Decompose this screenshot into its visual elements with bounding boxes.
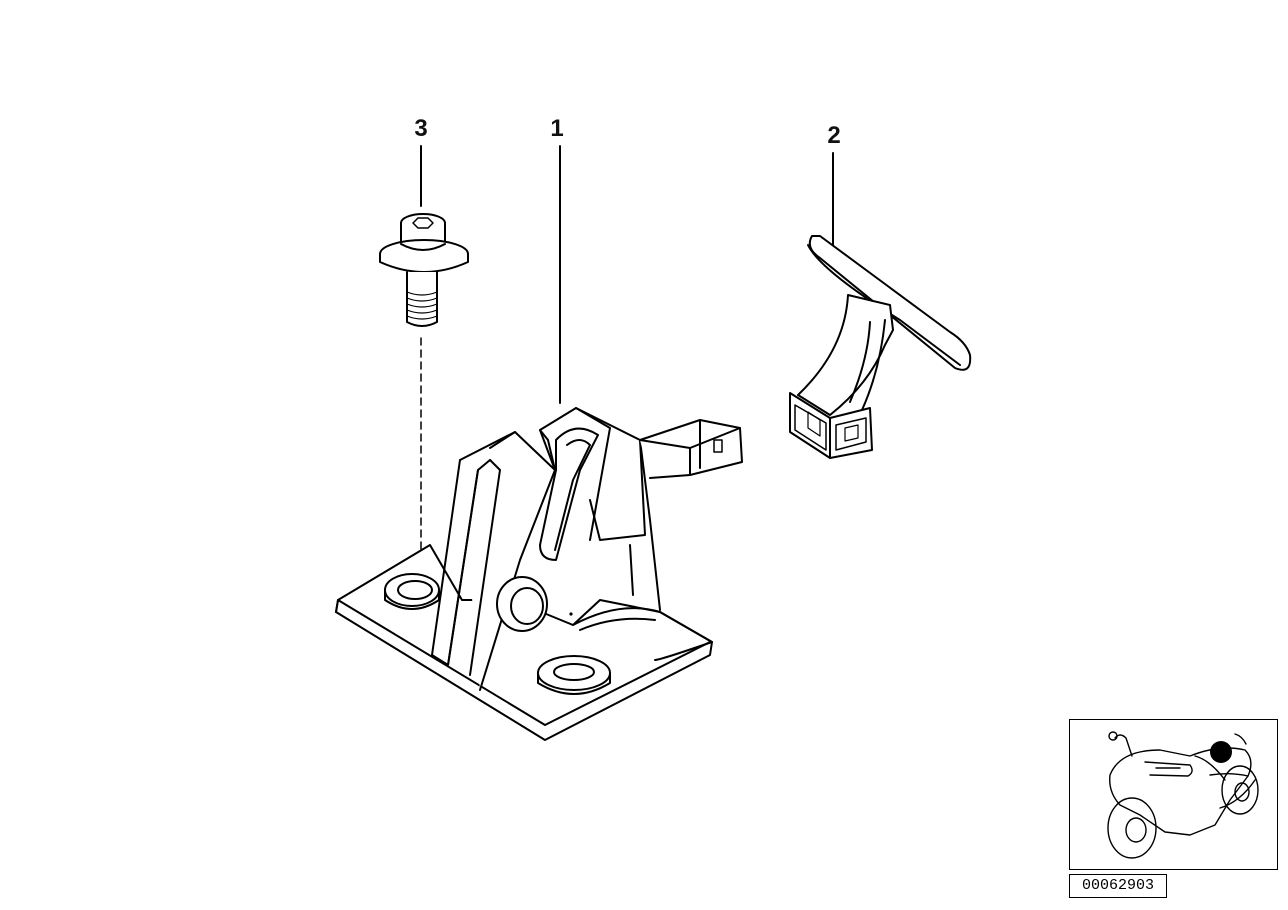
motorcycle-locator-icon (1107, 731, 1259, 859)
latch-bracket-icon (335, 407, 743, 741)
diagram-reference-number: 00062903 (1069, 874, 1167, 898)
callout-part-2: 2 (827, 122, 841, 149)
handle-icon (789, 235, 972, 459)
vehicle-locator-thumbnail (1069, 719, 1278, 870)
locator-dot (1210, 741, 1232, 763)
callout-part-3: 3 (414, 115, 428, 142)
screw-icon (379, 213, 469, 327)
callout-part-1: 1 (550, 115, 564, 142)
